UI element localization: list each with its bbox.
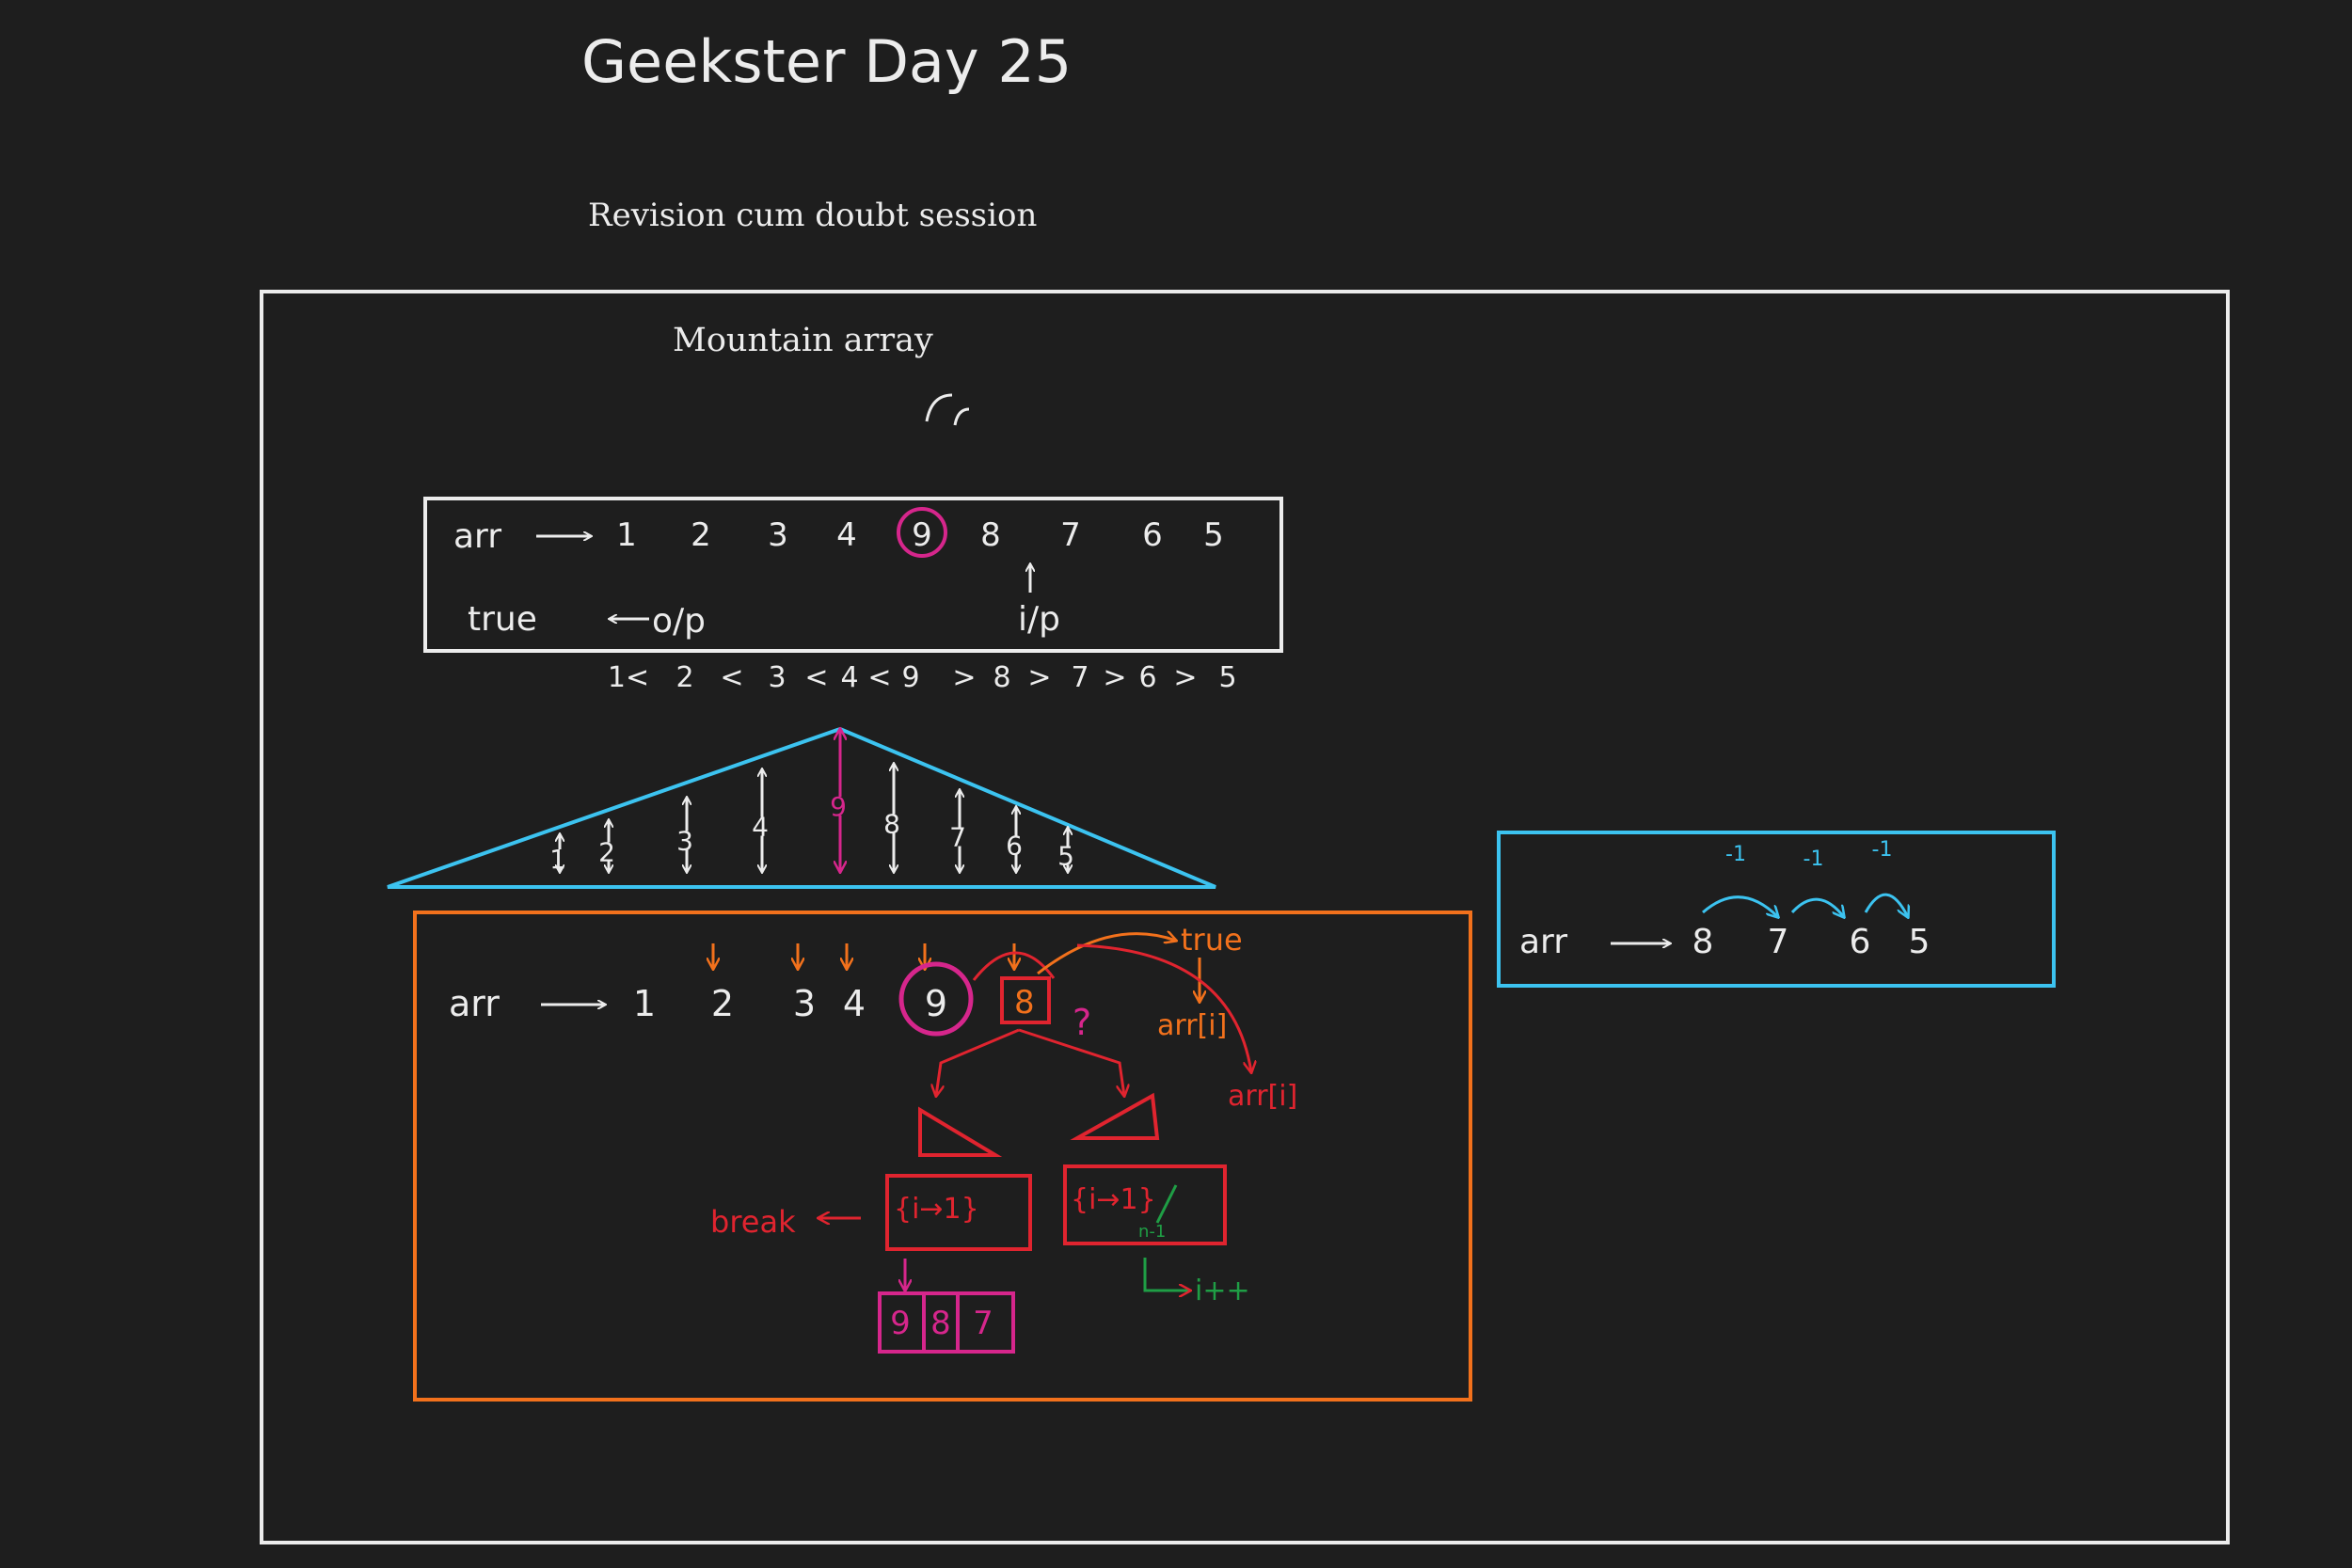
comparison-token: 6: [1138, 661, 1156, 694]
mountain-diagram: 1 2 3 4 9 8 7 6 5: [387, 726, 1216, 889]
result-cell: 8: [930, 1305, 951, 1342]
left-loop-text: {i→1}: [894, 1193, 979, 1226]
example-value: 8: [980, 516, 1001, 554]
descending-triangle: [1070, 1092, 1160, 1140]
decrement-arc: [1702, 895, 1778, 917]
decrement-arc: [1790, 897, 1844, 917]
example-values: 1 2 3 4 9 8 7 6 5: [616, 516, 1224, 554]
example-value: 4: [836, 516, 857, 554]
result-cell: 9: [890, 1305, 911, 1342]
logic-pointers: [713, 943, 1014, 969]
decrement-value: 8: [1692, 923, 1714, 961]
example-arr-label: arr: [453, 517, 501, 556]
board-subtitle: Revision cum doubt session: [588, 197, 1037, 234]
step-label: -1: [1725, 843, 1746, 866]
example-output-value: true: [468, 600, 537, 639]
true-label: true: [1181, 922, 1243, 958]
result-cell: 7: [973, 1305, 993, 1342]
comparison-token: 9: [901, 661, 919, 694]
example-value: 1: [616, 516, 637, 554]
left-loop-box: [885, 1174, 1032, 1251]
mountain-value: 9: [830, 791, 847, 822]
comparison-token: 1<: [608, 661, 649, 694]
comparison-token: >: [952, 661, 976, 694]
logic-value: 9: [925, 983, 947, 1024]
example-input-label: i/p: [1018, 600, 1060, 639]
section-title: Mountain array: [673, 322, 933, 359]
logic-arr-label: arr: [449, 983, 500, 1024]
decrement-value: 6: [1850, 923, 1871, 961]
logic-value: 2: [711, 983, 734, 1024]
example-box: arr 1 2 3 4 9 8 7 6 5 true o/p i/p: [423, 497, 1283, 653]
comparison-token: 5: [1218, 661, 1236, 694]
comparison-token: 7: [1071, 661, 1089, 694]
mountain-value: 4: [752, 812, 769, 843]
mountain-value: 2: [598, 837, 615, 868]
logic-value: 4: [843, 983, 866, 1024]
peak-circle: [897, 507, 947, 558]
break-label: break: [710, 1204, 796, 1240]
mountain-value: 5: [1057, 841, 1074, 872]
comparison-token: <: [720, 661, 743, 694]
comparison-token: 4: [840, 661, 858, 694]
question-mark: ?: [1073, 1002, 1091, 1043]
outer-frame: [260, 290, 2230, 1544]
example-value: 9: [912, 516, 932, 554]
decrement-value: 5: [1909, 923, 1931, 961]
logic-value: 1: [633, 983, 656, 1024]
decrement-arr-label: arr: [1519, 923, 1567, 961]
check-box: [1000, 976, 1051, 1024]
comparison-row: 1< 2 <3 <4 <9 >8 >7 >6 >5: [608, 661, 1237, 694]
logic-value: 3: [793, 983, 816, 1024]
comparison-token: <: [804, 661, 828, 694]
right-loop-box: [1063, 1164, 1227, 1245]
mountain-value: 1: [549, 844, 566, 875]
check-value: 8: [1014, 984, 1035, 1022]
example-value: 5: [1203, 516, 1224, 554]
example-value: 7: [1060, 516, 1081, 554]
board-title: Geekster Day 25: [581, 27, 1072, 96]
example-value: 3: [768, 516, 788, 554]
comparison-token: >: [1173, 661, 1197, 694]
arr-i-label-orange: arr[i]: [1157, 1009, 1227, 1042]
step-label: -1: [1804, 847, 1824, 871]
mountain-value: 6: [1006, 831, 1023, 862]
logic-peak-circle: [898, 961, 974, 1037]
decrement-arcs: -1 -1 -1: [1702, 838, 1908, 917]
comparison-token: 8: [993, 661, 1010, 694]
ascending-triangle: [918, 1106, 1003, 1157]
example-value: 6: [1142, 516, 1163, 554]
comparison-token: >: [1027, 661, 1051, 694]
mountain-value: 7: [949, 822, 966, 853]
comparison-token: >: [1103, 661, 1126, 694]
n-minus-1-label: n-1: [1138, 1222, 1166, 1242]
decrement-arc: [1864, 893, 1908, 917]
mountain-value: 3: [676, 826, 693, 857]
decrement-value: 7: [1768, 923, 1789, 961]
comparison-token: 2: [675, 661, 693, 694]
right-loop-text: {i→1}: [1071, 1183, 1156, 1216]
quote-mark: [925, 393, 970, 426]
mountain-value: 8: [883, 809, 900, 840]
comparison-token: 3: [768, 661, 786, 694]
step-label: -1: [1872, 838, 1893, 862]
example-value: 2: [691, 516, 711, 554]
increment-label: i++: [1195, 1275, 1250, 1307]
example-output-label: o/p: [652, 602, 706, 641]
arr-i-label-red: arr[i]: [1228, 1080, 1297, 1113]
comparison-token: <: [867, 661, 891, 694]
mountain-arrows: 1 2 3 4 9 8 7 6 5: [549, 729, 1074, 875]
